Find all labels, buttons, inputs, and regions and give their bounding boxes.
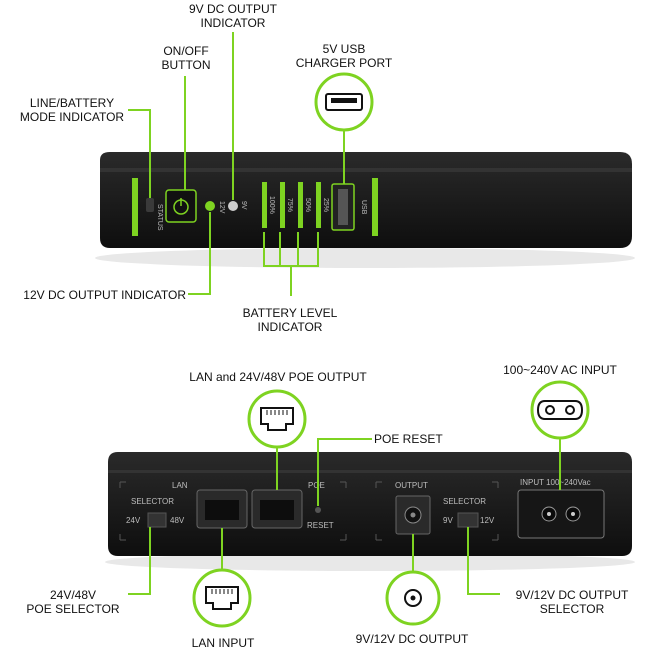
level-100-text: 100% (268, 196, 275, 214)
poe-reset-label: POE RESET (374, 432, 443, 446)
dc12v-indicator-label: 12V DC OUTPUT INDICATOR (23, 288, 186, 302)
usb-port-label: 5V USB CHARGER PORT (295, 42, 393, 70)
dc-selector-switch[interactable] (457, 512, 479, 528)
usb-port-icon (325, 93, 363, 111)
ac-socket-icon (536, 400, 584, 420)
bottom-device-body (108, 452, 632, 556)
dc-jack-icon (404, 589, 422, 607)
text-12v: 12V (218, 201, 225, 214)
status-led (146, 198, 154, 212)
text-9v: 9V (240, 201, 247, 210)
battery-bar-75 (280, 182, 285, 228)
output-text: OUTPUT (395, 481, 428, 490)
led-12v (205, 201, 215, 211)
poe-selector-switch[interactable] (147, 512, 167, 528)
rj45-icon-top (260, 407, 294, 431)
rj45-icon-bottom (205, 586, 239, 610)
led-9v (228, 201, 238, 211)
level-75-text: 75% (286, 198, 293, 212)
battery-bar-50 (298, 182, 303, 228)
lan-poe-output-label: LAN and 24V/48V POE OUTPUT (189, 370, 367, 384)
poe-selector-label: 24V/48V POE SELECTOR (26, 588, 120, 616)
lan-input-label: LAN INPUT (191, 636, 255, 650)
battery-bar-100 (262, 182, 267, 228)
usb-text: USB (360, 200, 367, 215)
reset-text: RESET (307, 521, 334, 530)
dc9v-indicator-label: 9V DC OUTPUT INDICATOR (188, 2, 277, 30)
dc-output-label: 9V/12V DC OUTPUT (355, 632, 469, 646)
selector-right-text: SELECTOR (443, 497, 486, 506)
v48-text: 48V (170, 516, 185, 525)
input-text: INPUT 100~240Vac (520, 478, 591, 487)
v24-text: 24V (126, 516, 141, 525)
v9-text: 9V (443, 516, 453, 525)
poe-reset-button[interactable] (315, 507, 321, 513)
level-50-text: 50% (304, 198, 311, 212)
level-25-text: 25% (322, 198, 329, 212)
bottom-device: LAN POE SELECTOR 24V 48V RESET OUTPUT SE… (105, 452, 635, 571)
ac-input-label: 100~240V AC INPUT (503, 363, 617, 377)
top-device: STATUS 12V 9V 100% 75% 50% 25% USB (95, 152, 635, 268)
status-text: STATUS (156, 204, 163, 231)
right-green-stripe (372, 178, 378, 236)
selector-left-text: SELECTOR (131, 497, 174, 506)
battery-level-label: BATTERY LEVEL INDICATOR (242, 306, 338, 334)
dc-selector-label: 9V/12V DC OUTPUT SELECTOR (515, 588, 629, 616)
onoff-button-label: ON/OFF BUTTON (161, 44, 211, 72)
ac-input-socket[interactable] (517, 489, 605, 539)
left-green-stripe (132, 178, 138, 236)
v12-text: 12V (480, 516, 495, 525)
lan-text: LAN (172, 481, 188, 490)
mode-indicator-label: LINE/BATTERY MODE INDICATOR (19, 96, 125, 124)
battery-bar-25 (316, 182, 321, 228)
poe-text: POE (308, 481, 325, 490)
